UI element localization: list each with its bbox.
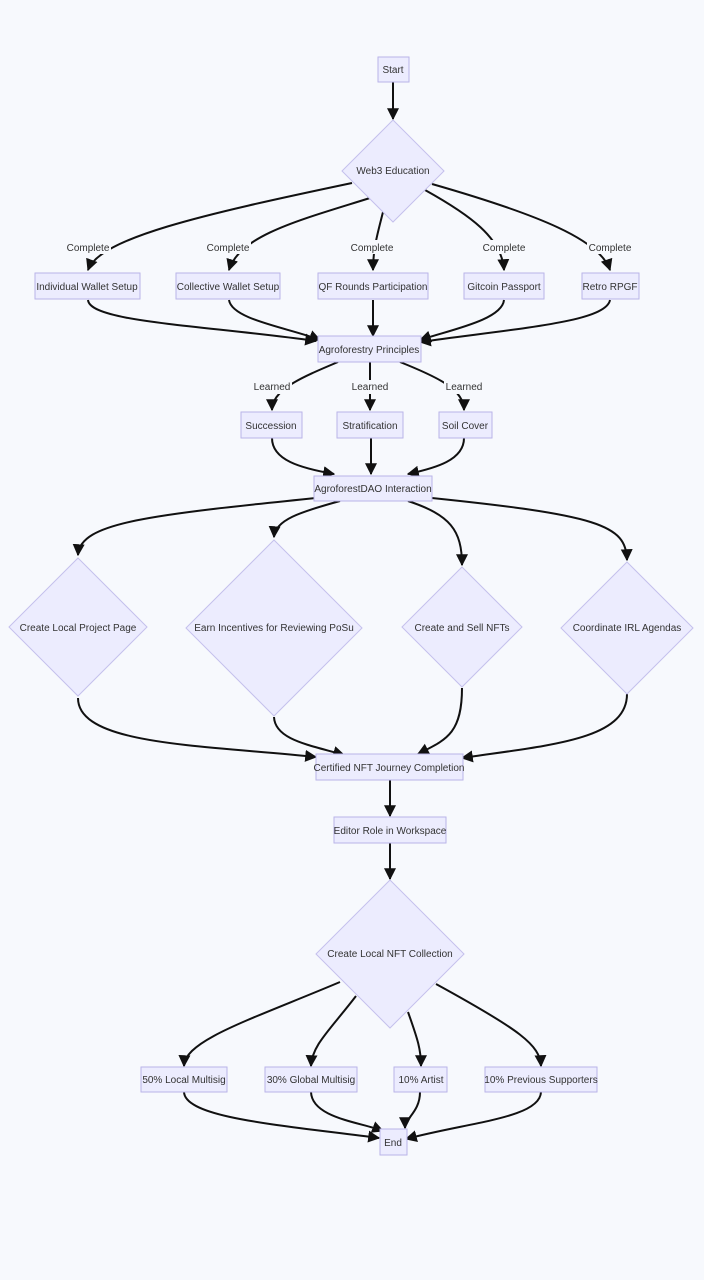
node-agroforestry <box>317 335 422 363</box>
node-global-multisig-label: 30% Global Multisig <box>267 1075 355 1086</box>
edge-label-complete: Complete <box>483 243 526 254</box>
node-start-label: Start <box>382 65 403 76</box>
node-previous-supporters <box>484 1066 598 1093</box>
node-stratification <box>336 411 404 439</box>
edge-label-complete: Complete <box>589 243 632 254</box>
edge-succession-dao <box>271 437 336 479</box>
node-nft-collection <box>315 879 465 1029</box>
edge-web3-individual <box>86 182 353 272</box>
node-earn-incentives-label: Earn Incentives for Reviewing PoSu <box>194 623 354 634</box>
node-coordinate-irl-label: Coordinate IRL Agendas <box>573 623 682 634</box>
edge-retro-agroforestry <box>418 299 611 347</box>
node-end <box>379 1128 408 1156</box>
node-create-sell-nfts <box>401 566 523 688</box>
node-previous-supporters-label: 10% Previous Supporters <box>484 1075 597 1086</box>
edge-label-complete: Complete <box>351 243 394 254</box>
edge-dao-earn <box>268 500 341 539</box>
node-create-sell-nfts-label: Create and Sell NFTs <box>414 623 509 634</box>
node-web3-education-label: Web3 Education <box>356 166 429 177</box>
node-agroforestdao <box>313 475 433 502</box>
edge-localmultisig-end <box>183 1091 381 1143</box>
edge-artist-end <box>399 1091 421 1130</box>
node-gitcoin-passport-label: Gitcoin Passport <box>467 282 541 293</box>
edge-nftcollection-supporters <box>435 983 547 1068</box>
edge-web3-collective <box>226 197 371 272</box>
edge-labels: Complete Complete Complete Complete Comp… <box>65 240 633 394</box>
node-collective-wallet <box>175 272 281 300</box>
edge-coordinate-certified <box>460 693 628 763</box>
edge-nftcollection-artist <box>407 1011 427 1068</box>
node-collective-wallet-label: Collective Wallet Setup <box>177 282 280 293</box>
node-nft-collection-label: Create Local NFT Collection <box>327 949 452 960</box>
node-retro-rpgf-label: Retro RPGF <box>582 282 637 293</box>
edge-label-learned: Learned <box>446 382 483 393</box>
node-qf-rounds <box>317 272 429 300</box>
edge-localproject-certified <box>77 697 318 762</box>
node-editor-role-label: Editor Role in Workspace <box>334 826 447 837</box>
node-soil-cover <box>438 411 493 439</box>
node-local-project-page <box>8 557 148 697</box>
node-global-multisig <box>264 1066 358 1093</box>
node-gitcoin-passport <box>463 272 545 300</box>
node-soil-cover-label: Soil Cover <box>442 421 489 432</box>
edge-supporters-end <box>404 1091 542 1143</box>
edge-soilcover-dao <box>406 437 465 478</box>
edge-individual-agroforestry <box>87 299 318 346</box>
node-start <box>377 56 410 83</box>
node-local-multisig-label: 50% Local Multisig <box>142 1075 225 1086</box>
edge-web3-gitcoin <box>424 189 510 272</box>
node-earn-incentives <box>185 539 363 717</box>
node-local-project-page-label: Create Local Project Page <box>20 623 137 634</box>
node-artist <box>393 1066 448 1093</box>
node-agroforestdao-label: AgroforestDAO Interaction <box>314 484 431 495</box>
node-coordinate-irl <box>560 561 694 695</box>
node-local-multisig <box>140 1066 228 1093</box>
node-stratification-label: Stratification <box>342 421 397 432</box>
edge-label-learned: Learned <box>352 382 389 393</box>
node-individual-wallet-label: Individual Wallet Setup <box>36 282 138 293</box>
edge-earn-certified <box>273 716 346 758</box>
node-individual-wallet <box>34 272 141 300</box>
edge-label-complete: Complete <box>67 243 110 254</box>
edge-dao-coordinate <box>421 496 633 562</box>
node-artist-label: 10% Artist <box>398 1075 443 1086</box>
edge-label-learned: Learned <box>254 382 291 393</box>
edge-label-complete: Complete <box>207 243 250 254</box>
edge-nftcollection-localmultisig <box>178 981 341 1068</box>
node-web3-education <box>341 119 445 223</box>
edge-globalmultisig-end <box>310 1091 385 1133</box>
edge-createsell-certified <box>416 687 463 755</box>
edge-collective-agroforestry <box>228 299 322 342</box>
node-end-label: End <box>384 1138 402 1149</box>
node-certified <box>315 753 464 781</box>
edge-web3-retro <box>431 183 613 272</box>
node-certified-label: Certified NFT Journey Completion <box>314 763 465 774</box>
node-retro-rpgf <box>581 272 640 300</box>
node-succession-label: Succession <box>245 421 296 432</box>
node-qf-rounds-label: QF Rounds Participation <box>319 282 428 293</box>
edge-dao-createsell <box>407 500 468 567</box>
nodes: Start Web3 Education Individual Wallet S… <box>8 56 694 1156</box>
edge-nftcollection-globalmultisig <box>305 995 357 1068</box>
node-succession <box>240 411 303 439</box>
edge-dao-localproject <box>72 496 326 557</box>
node-editor-role <box>333 816 447 844</box>
edge-gitcoin-agroforestry <box>418 299 505 343</box>
node-agroforestry-label: Agroforestry Principles <box>319 345 420 356</box>
